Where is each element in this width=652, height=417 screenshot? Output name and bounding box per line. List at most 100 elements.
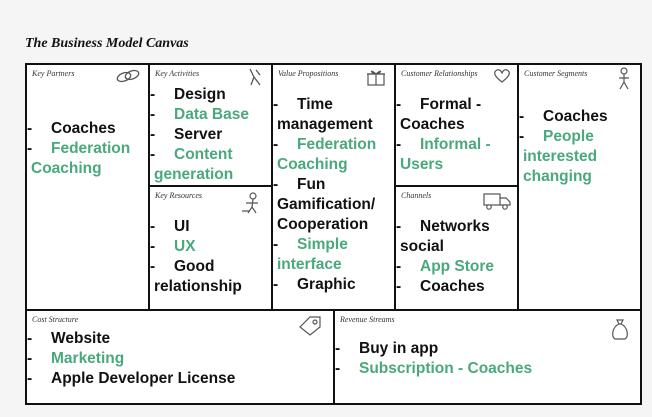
item-text: Coaching — [277, 156, 348, 173]
canvas-item: - Apple Developer License — [27, 369, 333, 389]
item-text: relationship — [154, 278, 242, 295]
divider — [394, 65, 396, 309]
divider — [394, 185, 517, 187]
item-text: Good — [174, 258, 215, 275]
canvas-item: Gamification/ — [273, 195, 394, 215]
divider — [148, 185, 271, 187]
canvas-item: -UX — [150, 237, 271, 257]
canvas-item: -Federation — [27, 139, 148, 159]
customer-relationships-list: -Formal -Coaches-Informal -Users — [396, 95, 517, 175]
item-text: Content — [174, 146, 233, 163]
bullet-dash: - — [396, 218, 402, 235]
canvas-item: generation — [150, 165, 271, 185]
item-text: Coaches — [400, 116, 465, 133]
canvas-item: - Graphic — [273, 275, 394, 295]
worker-icon — [240, 191, 262, 220]
bullet-dash: - — [273, 136, 279, 153]
canvas-item: -Server — [150, 125, 271, 145]
revenue-streams-list: -Buy in app-Subscription - Coaches — [335, 339, 640, 379]
canvas-item: changing — [519, 167, 640, 187]
bullet-dash: - — [27, 350, 33, 367]
revenue-streams-header: Revenue Streams — [340, 315, 395, 324]
canvas-item: social — [396, 237, 517, 257]
channels-list: - Networks social -App Store-Coaches — [396, 217, 517, 297]
canvas-item: - Federation — [273, 135, 394, 155]
item-text: Design — [174, 86, 226, 103]
canvas-item: Coaches — [396, 115, 517, 135]
canvas-item: -App Store — [396, 257, 517, 277]
bullet-dash: - — [150, 218, 156, 235]
item-text: Networks — [420, 218, 490, 235]
bullet-dash: - — [27, 330, 33, 347]
item-text: interface — [277, 256, 342, 273]
key-partners-header: Key Partners — [32, 69, 75, 78]
item-text: Marketing — [51, 350, 125, 367]
item-text: Federation — [297, 136, 377, 153]
bullet-dash: - — [396, 278, 402, 295]
bullet-dash: - — [273, 276, 279, 293]
bullet-dash: - — [335, 360, 341, 377]
item-text: UI — [174, 218, 190, 235]
customer-segments-header: Customer Segments — [524, 69, 588, 78]
canvas-item: -Good — [150, 257, 271, 277]
canvas-item: -Coaches — [396, 277, 517, 297]
canvas-item: Users — [396, 155, 517, 175]
item-text: changing — [523, 168, 592, 185]
item-text: Apple Developer License — [51, 370, 236, 387]
key-resources-header: Key Resources — [155, 191, 203, 200]
revenue-streams-block: Revenue Streams -Buy in app-Subscription… — [335, 311, 640, 403]
bullet-dash: - — [396, 96, 402, 113]
person-icon — [617, 67, 631, 96]
bullet-dash: - — [273, 236, 279, 253]
item-text: Graphic — [297, 276, 356, 293]
gift-icon — [365, 67, 387, 92]
price-tag-icon — [297, 315, 323, 342]
bullet-dash: - — [519, 108, 525, 125]
bullet-dash: - — [150, 146, 156, 163]
divider — [517, 65, 519, 309]
item-text: Coaching — [31, 160, 102, 177]
canvas-item: - Design — [150, 85, 271, 105]
item-text: Simple — [297, 236, 348, 253]
key-activities-block: Key Activities -Design-Data Base-Server-… — [150, 65, 271, 185]
item-text: Users — [400, 156, 444, 173]
item-text: Time — [297, 96, 333, 113]
item-text: Data Base — [174, 106, 249, 123]
bullet-dash: - — [150, 86, 156, 103]
bullet-dash: - — [273, 96, 279, 113]
bullet-dash: - — [27, 370, 33, 387]
cost-structure-header: Cost Structure — [32, 315, 79, 324]
canvas-item: -Coaches — [27, 119, 148, 139]
link-icon — [115, 67, 141, 90]
canvas-item: -Website — [27, 329, 333, 349]
bullet-dash: - — [150, 106, 156, 123]
bullet-dash: - — [27, 120, 33, 137]
bullet-dash: - — [27, 140, 33, 157]
canvas-item: management — [273, 115, 394, 135]
tools-icon — [246, 67, 264, 92]
canvas-item: relationship — [150, 277, 271, 297]
bullet-dash: - — [273, 176, 279, 193]
canvas-item: - Time — [273, 95, 394, 115]
canvas-item: Coaching — [273, 155, 394, 175]
divider — [271, 65, 273, 309]
canvas-item: -Coaches — [519, 107, 640, 127]
divider — [148, 65, 150, 309]
bullet-dash: - — [396, 136, 402, 153]
item-text: social — [400, 238, 444, 255]
canvas-item: - Marketing — [27, 349, 333, 369]
bullet-dash: - — [519, 128, 525, 145]
item-text: Formal - — [420, 96, 482, 113]
divider — [333, 309, 335, 403]
canvas-item: - Formal - — [396, 95, 517, 115]
cost-structure-block: Cost Structure -Website-Marketing-Apple … — [27, 311, 333, 403]
item-text: People — [543, 128, 594, 145]
canvas-item: Cooperation — [273, 215, 394, 235]
key-activities-header: Key Activities — [155, 69, 200, 78]
